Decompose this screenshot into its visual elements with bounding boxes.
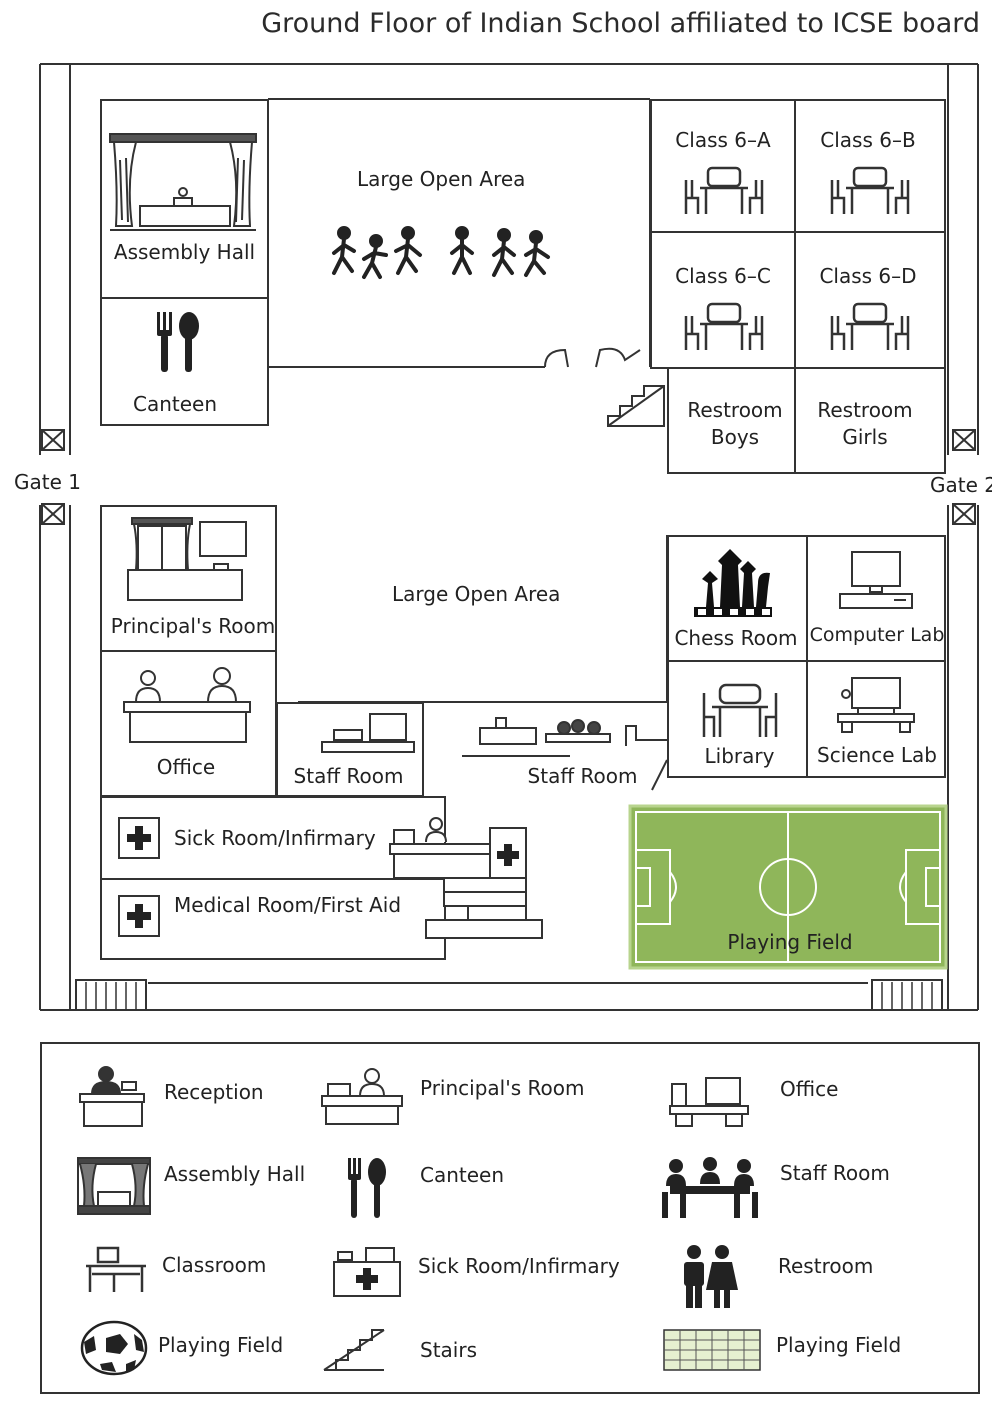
stairs-icon <box>607 385 665 427</box>
office-desk-icon <box>669 1077 749 1127</box>
staff-room-2-label: Staff Room <box>527 764 638 788</box>
sick-room-label: Sick Room/Infirmary <box>174 826 376 850</box>
classroom-desk-icon <box>684 302 764 350</box>
stairs-icon <box>323 1329 385 1371</box>
sick-room <box>100 796 446 880</box>
library-room <box>667 660 808 778</box>
medical-room-label: Medical Room/First Aid <box>174 893 402 917</box>
meeting-table-icon <box>462 717 668 757</box>
class-6d-room <box>794 231 946 369</box>
principal-desk-icon <box>127 517 247 601</box>
class-6a-label: Class 6–A <box>675 128 771 152</box>
bottom-open-area-label: Large Open Area <box>392 582 561 606</box>
office-desk-icon <box>321 713 415 753</box>
legend <box>40 1042 980 1394</box>
legend-label-playing-field-ball: Playing Field <box>158 1333 284 1357</box>
legend-label-playing-field-grid: Playing Field <box>776 1333 902 1357</box>
first-aid-cross-icon <box>118 895 160 937</box>
canteen-label: Canteen <box>132 392 218 416</box>
library-table-icon <box>702 683 778 737</box>
meeting-table-icon <box>662 1157 758 1218</box>
gate-1-label: Gate 1 <box>14 470 81 494</box>
staff-room-1-label: Staff Room <box>293 764 404 788</box>
science-lab-label: Science Lab <box>817 743 937 767</box>
principals-room-label: Principal's Room <box>110 614 276 638</box>
legend-label-restroom: Restroom <box>778 1254 874 1278</box>
class-6b-label: Class 6–B <box>820 128 916 152</box>
gate-2-label: Gate 2 <box>930 473 992 497</box>
restroom-girls-label-2: Girls <box>842 425 888 449</box>
page-title: Ground Floor of Indian School affiliated… <box>261 8 980 39</box>
legend-label-reception: Reception <box>164 1080 264 1104</box>
legend-label-stairs: Stairs <box>420 1338 477 1362</box>
classroom-desk-icon <box>830 166 910 214</box>
restroom-boys-label-1: Restroom <box>687 398 783 422</box>
soccer-ball-icon <box>80 1320 148 1376</box>
library-label: Library <box>704 744 775 768</box>
office-label: Office <box>156 755 216 779</box>
restroom-boys-label-2: Boys <box>710 425 760 449</box>
legend-label-assembly-hall: Assembly Hall <box>164 1162 306 1186</box>
legend-label-sick-room: Sick Room/Infirmary <box>418 1254 620 1278</box>
chess-room-label: Chess Room <box>674 626 798 650</box>
fork-spoon-icon <box>157 312 199 372</box>
classroom-desk-icon <box>830 302 910 350</box>
playing-field-label: Playing Field <box>727 930 853 954</box>
stage-icon <box>109 133 257 231</box>
class-6a-room <box>650 99 796 233</box>
class-6d-label: Class 6–D <box>819 264 917 288</box>
restroom-girls-label-1: Restroom <box>817 398 913 422</box>
science-desk-icon <box>837 677 915 733</box>
playing-field-graphic <box>628 804 948 970</box>
classroom-desk-icon <box>684 166 764 214</box>
legend-label-principals-room: Principal's Room <box>420 1076 585 1100</box>
medical-room <box>100 878 446 960</box>
class-6c-label: Class 6–C <box>675 264 771 288</box>
restroom-people-icon <box>684 1245 738 1308</box>
legend-label-office: Office <box>780 1077 839 1101</box>
fork-spoon-icon <box>348 1158 386 1218</box>
first-aid-cross-icon <box>118 817 160 859</box>
top-open-area-label: Large Open Area <box>357 167 526 191</box>
infirmary-desk-icon <box>389 817 543 939</box>
reception-icon <box>79 1066 145 1127</box>
computer-lab-label: Computer Lab <box>809 624 945 646</box>
classroom-desk-icon <box>86 1246 146 1292</box>
restroom-girls-room <box>794 367 946 474</box>
chess-pieces-icon <box>694 549 772 617</box>
assembly-hall-label: Assembly Hall <box>113 240 256 264</box>
principal-desk-icon <box>321 1068 403 1125</box>
legend-label-staff-room: Staff Room <box>780 1161 890 1185</box>
stage-icon <box>77 1157 151 1215</box>
legend-label-classroom: Classroom <box>162 1253 267 1277</box>
field-grid-icon <box>663 1329 761 1371</box>
first-aid-bed-icon <box>333 1247 401 1297</box>
legend-label-canteen: Canteen <box>420 1163 505 1187</box>
restroom-boys-room <box>667 367 796 474</box>
children-walking-icon <box>332 226 550 279</box>
computer-icon <box>839 551 913 609</box>
reception-icon <box>123 667 251 743</box>
